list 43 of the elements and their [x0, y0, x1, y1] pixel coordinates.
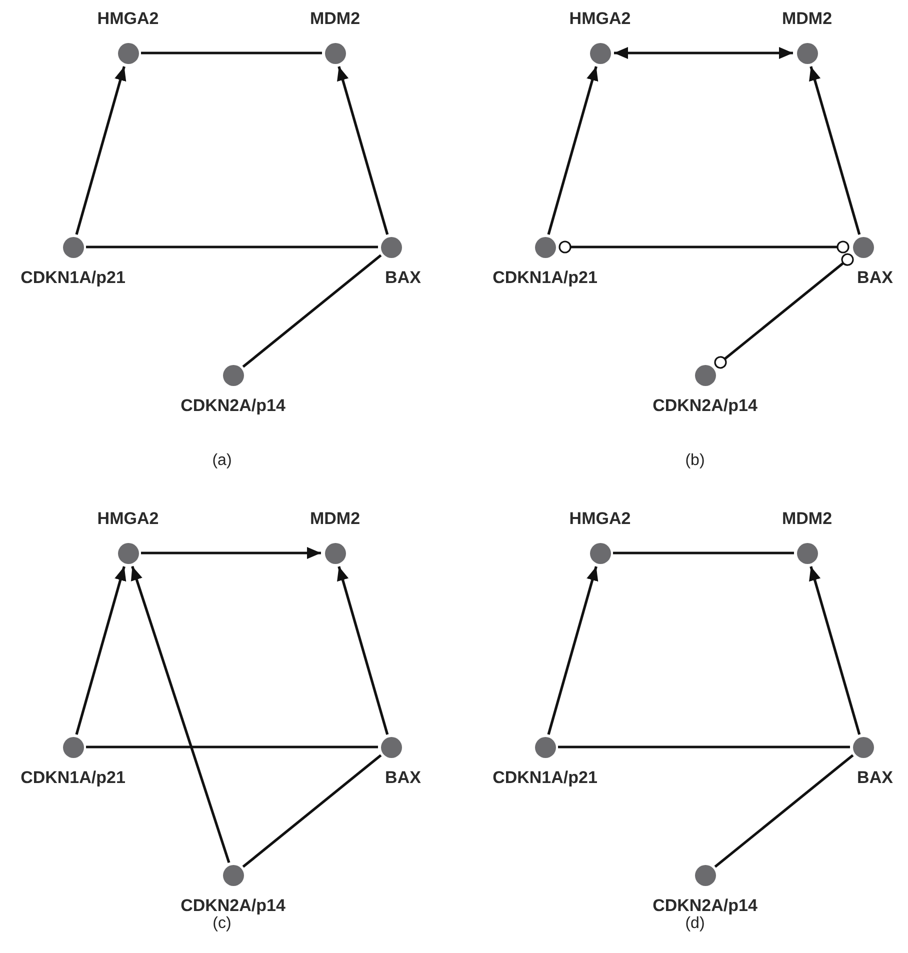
gene-label: CDKN2A/p14	[180, 396, 286, 416]
connector-line	[141, 52, 322, 54]
panel-caption: (b)	[685, 452, 705, 470]
panel-caption: (a)	[212, 452, 232, 470]
panel-caption: (c)	[212, 915, 232, 933]
arrow	[614, 47, 793, 59]
connector-line	[242, 254, 382, 368]
gene-label: MDM2	[310, 8, 360, 28]
gene-label: CDKN2A/p14	[180, 896, 286, 916]
gene-label: CDKN2A/p14	[652, 396, 758, 416]
arrow	[141, 547, 321, 559]
arrow	[809, 66, 861, 235]
arrow	[130, 566, 230, 863]
connector-line	[86, 746, 378, 748]
gene-label: BAX	[385, 768, 421, 788]
gene-label: MDM2	[782, 8, 832, 28]
arrow	[809, 566, 861, 735]
arrow	[547, 566, 598, 735]
gene-label: BAX	[857, 268, 893, 288]
gene-label: CDKN1A/p21	[492, 768, 598, 788]
gene-label: HMGA2	[569, 8, 631, 28]
connector-line	[613, 552, 794, 554]
connector-line	[714, 754, 854, 868]
arrow	[337, 566, 389, 735]
gene-label: HMGA2	[97, 508, 159, 528]
connector-line	[558, 746, 850, 748]
gene-label: HMGA2	[97, 8, 159, 28]
gene-label: CDKN1A/p21	[20, 268, 126, 288]
connector-line	[242, 754, 382, 868]
gene-label: BAX	[385, 268, 421, 288]
connector-line	[86, 246, 378, 248]
gene-label: HMGA2	[569, 508, 631, 528]
arrow	[547, 66, 598, 235]
gene-label: MDM2	[310, 508, 360, 528]
gene-label: BAX	[857, 768, 893, 788]
arrow	[337, 66, 389, 235]
gene-label: CDKN1A/p21	[492, 268, 598, 288]
panel-caption: (d)	[685, 915, 705, 933]
gene-label: CDKN1A/p21	[20, 768, 126, 788]
gene-label: CDKN2A/p14	[652, 896, 758, 916]
gene-label: MDM2	[782, 508, 832, 528]
arrow	[75, 566, 126, 735]
arrow	[75, 66, 126, 235]
